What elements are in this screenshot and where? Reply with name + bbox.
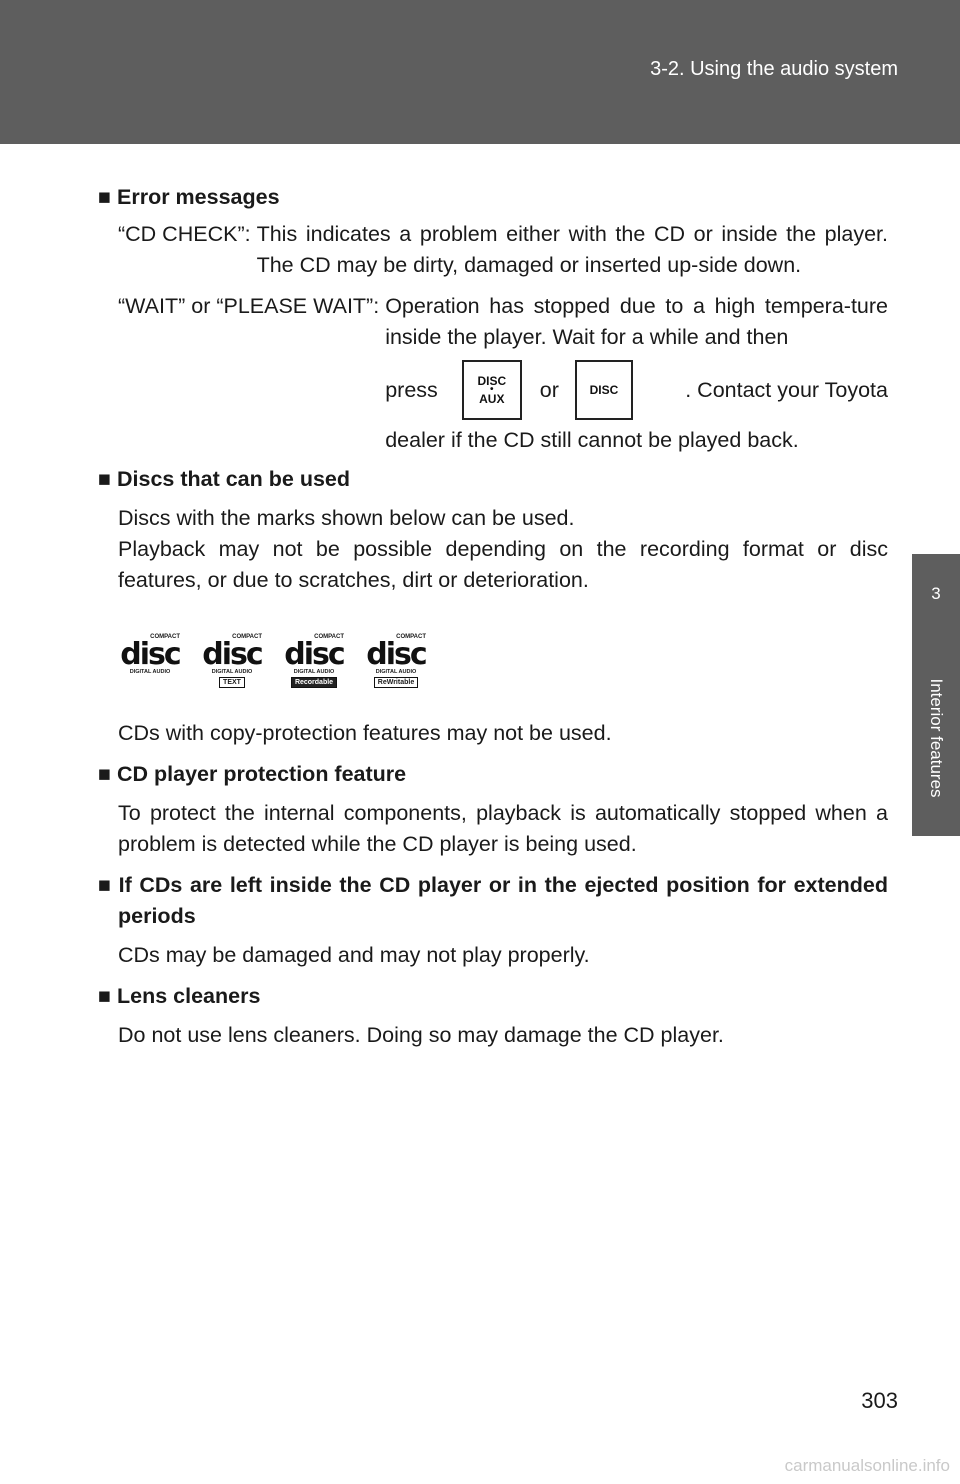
disc-aux-button-icon: DISC • AUX — [461, 360, 522, 420]
or-word: or — [539, 377, 559, 402]
discs-para-2: Playback may not be possible depending o… — [118, 537, 888, 592]
disc-button-icon: DISC — [574, 360, 633, 420]
compact-disc-logo: COMPACT disc DIGITAL AUDIO — [120, 634, 181, 675]
compact-disc-rewritable-logo: COMPACT disc DIGITAL AUDIO ReWritable — [366, 634, 428, 688]
heading-left-inside: ■If CDs are left inside the CD player or… — [98, 873, 888, 928]
bullet-square-icon: ■ — [98, 873, 113, 897]
chapter-number: 3 — [931, 584, 941, 603]
error-item-cd-check: “CD CHECK”: This indicates a problem eit… — [118, 219, 888, 281]
heading-error-messages: ■Error messages — [98, 185, 280, 209]
watermark[interactable]: carmanualsonline.info — [784, 1456, 950, 1475]
heading-discs: ■Discs that can be used — [98, 467, 350, 491]
error-term: “CD CHECK”: — [118, 222, 251, 246]
section-title: 3-2. Using the audio system — [650, 58, 898, 80]
discs-para-3: CDs with copy-protection features may no… — [118, 721, 612, 745]
error-message-list: “CD CHECK”: This indicates a problem eit… — [118, 219, 888, 456]
page-number: 303 — [861, 1388, 898, 1413]
discs-para-1: Discs with the marks shown below can be … — [118, 506, 575, 530]
bullet-square-icon: ■ — [98, 984, 111, 1008]
error-term: “WAIT” or “PLEASE WAIT”: — [118, 294, 380, 318]
chapter-label: Interior features — [927, 678, 946, 798]
lens-para: Do not use lens cleaners. Doing so may d… — [118, 1023, 724, 1047]
press-tail-text: . Contact your Toyota — [685, 377, 888, 402]
header-band: 3-2. Using the audio system — [0, 0, 960, 144]
error-description: Operation has stopped due to a high temp… — [385, 291, 888, 456]
compact-disc-recordable-logo: COMPACT disc DIGITAL AUDIO Recordable — [284, 634, 346, 688]
chapter-side-tab[interactable]: 3 Interior features — [912, 554, 960, 836]
heading-protection: ■CD player protection feature — [98, 762, 407, 786]
press-word: press — [385, 377, 438, 402]
heading-lens: ■Lens cleaners — [98, 984, 261, 1008]
error-item-wait: “WAIT” or “PLEASE WAIT”: Operation has s… — [118, 291, 888, 456]
wait-description-text: Operation has stopped due to a high temp… — [385, 294, 888, 349]
protection-para: To protect the internal components, play… — [118, 801, 888, 856]
bullet-square-icon: ■ — [98, 762, 111, 786]
wait-description-end: dealer if the CD still cannot be played … — [385, 428, 799, 452]
error-description: This indicates a problem either with the… — [256, 222, 888, 277]
bullet-square-icon: ■ — [98, 185, 111, 209]
press-buttons-line: press DISC • AUX or DISC . Contact your … — [385, 359, 888, 421]
page-content: ■Error messages “CD CHECK”: This indicat… — [98, 182, 888, 1051]
disc-logos: COMPACT disc DIGITAL AUDIO COMPACT disc … — [118, 634, 888, 690]
left-inside-para: CDs may be damaged and may not play prop… — [118, 943, 590, 967]
bullet-square-icon: ■ — [98, 467, 111, 491]
compact-disc-text-logo: COMPACT disc DIGITAL AUDIO TEXT — [202, 634, 264, 688]
